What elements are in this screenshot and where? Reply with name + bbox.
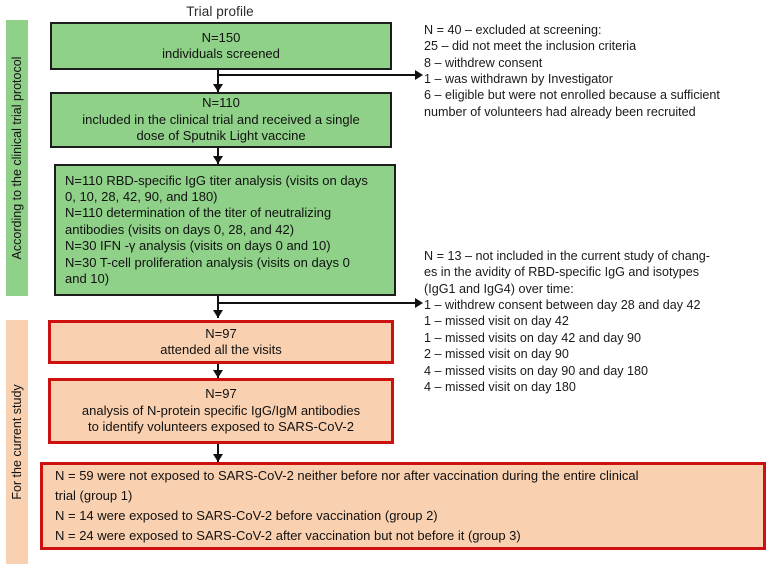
box-included-line1: N=110 <box>202 95 240 111</box>
box-analyses-line3: N=110 determination of the titer of neut… <box>65 205 332 221</box>
arrow-not-included <box>415 298 423 308</box>
connector-analyses-to-attended <box>217 296 219 318</box>
rail-label-current-study: For the current study <box>9 384 24 500</box>
rail-clinical-trial-protocol: According to the clinical trial protocol <box>6 20 28 296</box>
box-nprotein-analysis: N=97 analysis of N-protein specific IgG/… <box>48 378 394 444</box>
box-groups-line2: trial (group 1) <box>55 487 133 503</box>
box-exposure-groups: N = 59 were not exposed to SARS-CoV-2 ne… <box>40 462 766 550</box>
box-analyses-line7: and 10) <box>65 270 110 286</box>
box-groups-line1: N = 59 were not exposed to SARS-CoV-2 ne… <box>55 467 639 483</box>
box-included-line3: dose of Sputnik Light vaccine <box>136 128 306 144</box>
page-title: Trial profile <box>186 4 254 19</box>
box-included-line2: included in the clinical trial and recei… <box>82 111 360 127</box>
box-screened-line1: N=150 <box>201 29 241 45</box>
box-analyses-line1: N=110 RBD-specific IgG titer analysis (v… <box>65 172 368 188</box>
branch-line-not-included <box>217 302 417 304</box>
box-included: N=110 included in the clinical trial and… <box>50 92 392 148</box>
arrow-included-to-analyses <box>213 156 223 164</box>
box-analyses-line5: N=30 IFN -γ analysis (visits on days 0 a… <box>65 238 331 254</box>
note-not-included-current-study: N = 13 – not included in the current stu… <box>424 249 710 394</box>
box-nprotein-line3: to identify volunteers exposed to SARS-C… <box>88 419 354 435</box>
rail-label-protocol: According to the clinical trial protocol <box>9 56 24 260</box>
box-attended-line2: attended all the visits <box>160 342 282 357</box>
box-analyses: N=110 RBD-specific IgG titer analysis (v… <box>54 164 396 296</box>
rail-current-study: For the current study <box>6 320 28 564</box>
box-nprotein-line2: analysis of N-protein specific IgG/IgM a… <box>81 402 361 418</box>
box-attended-line1: N=97 <box>205 325 237 341</box>
box-groups-line3: N = 14 were exposed to SARS-CoV-2 before… <box>55 508 438 523</box>
connector-nprotein-to-groups <box>217 444 219 462</box>
arrow-nprotein-to-groups <box>213 454 223 462</box>
box-screened-line2: individuals screened <box>162 46 280 61</box>
connector-screened-to-included <box>217 70 219 92</box>
box-analyses-line4: antibodies (visits on days 0, 28, and 42… <box>65 221 295 237</box>
box-screened: N=150 individuals screened <box>50 22 392 70</box>
arrow-screened-to-included <box>213 84 223 92</box>
box-nprotein-line1: N=97 <box>205 386 237 402</box>
box-analyses-line6: N=30 T-cell proliferation analysis (visi… <box>65 254 350 270</box>
arrow-analyses-to-attended <box>213 310 223 318</box>
box-attended-all-visits: N=97 attended all the visits <box>48 320 394 364</box>
note-excluded-at-screening: N = 40 – excluded at screening: 25 – did… <box>424 23 720 119</box>
box-analyses-line2: 0, 10, 28, 42, 90, and 180) <box>65 189 218 205</box>
branch-line-excluded <box>217 74 417 76</box>
arrow-attended-to-nprotein <box>213 370 223 378</box>
arrow-excluded <box>415 70 423 80</box>
box-groups-line4: N = 24 were exposed to SARS-CoV-2 after … <box>55 528 521 544</box>
